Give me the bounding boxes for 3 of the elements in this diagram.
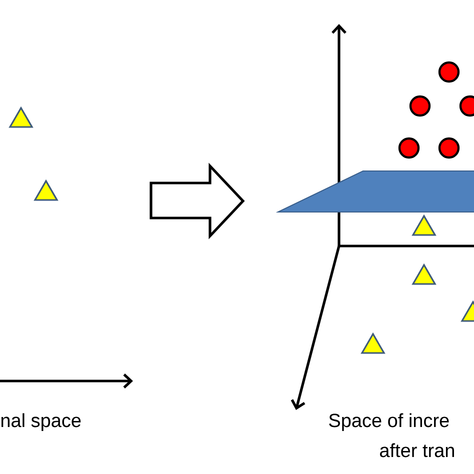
axis-caption: after tran xyxy=(380,443,454,458)
axis-caption: Space of incre xyxy=(329,413,449,431)
axis-caption: nal space xyxy=(1,413,81,431)
